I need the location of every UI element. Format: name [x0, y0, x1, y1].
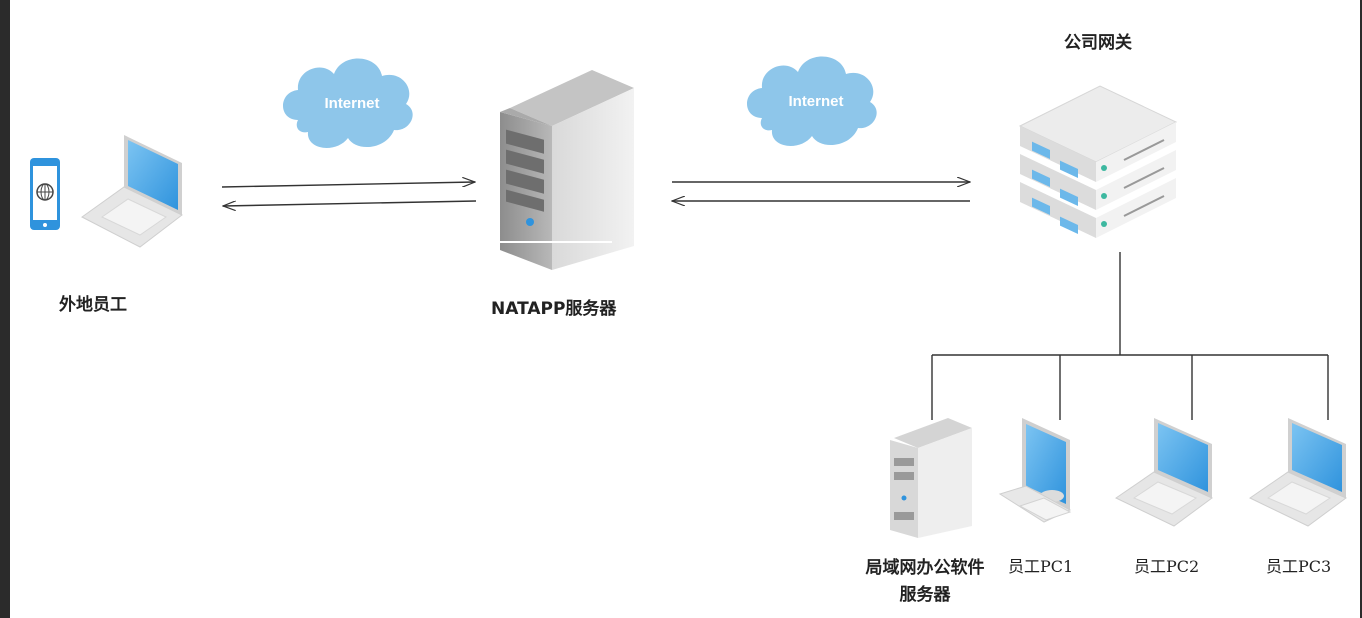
- label-lan-server-line1: 局域网办公软件: [865, 558, 985, 578]
- cloud-icon: Internet: [283, 58, 413, 149]
- diagram-canvas: Internet Internet: [10, 0, 1360, 618]
- laptop-icon: [81, 135, 183, 248]
- cloud-label-right: Internet: [788, 93, 843, 110]
- network-diagram: Internet Internet: [30, 56, 1347, 538]
- label-pc3: 员工PC3: [1266, 557, 1332, 576]
- tower-server-icon: [490, 70, 634, 270]
- cloud-label-left: Internet: [324, 95, 379, 112]
- label-pc1: 员工PC1: [1008, 557, 1074, 576]
- smartphone-icon: [30, 158, 60, 230]
- label-pc2: 员工PC2: [1134, 557, 1200, 576]
- label-natapp-server: NATAPP服务器: [491, 299, 617, 319]
- label-gateway: 公司网关: [1064, 33, 1132, 53]
- lan-connections: [931, 252, 1329, 420]
- arrow-to-natapp: [221, 182, 475, 188]
- arrow-from-natapp: [223, 200, 477, 206]
- laptop-icon: [1115, 418, 1213, 527]
- tower-server-icon: [890, 418, 972, 538]
- label-remote-staff: 外地员工: [59, 295, 127, 315]
- laptop-icon: [1249, 418, 1347, 527]
- rack-server-icon: [1018, 85, 1178, 238]
- label-lan-server-line2: 服务器: [899, 585, 951, 605]
- desktop-monitor-icon: [998, 418, 1072, 523]
- cloud-icon: Internet: [747, 56, 877, 147]
